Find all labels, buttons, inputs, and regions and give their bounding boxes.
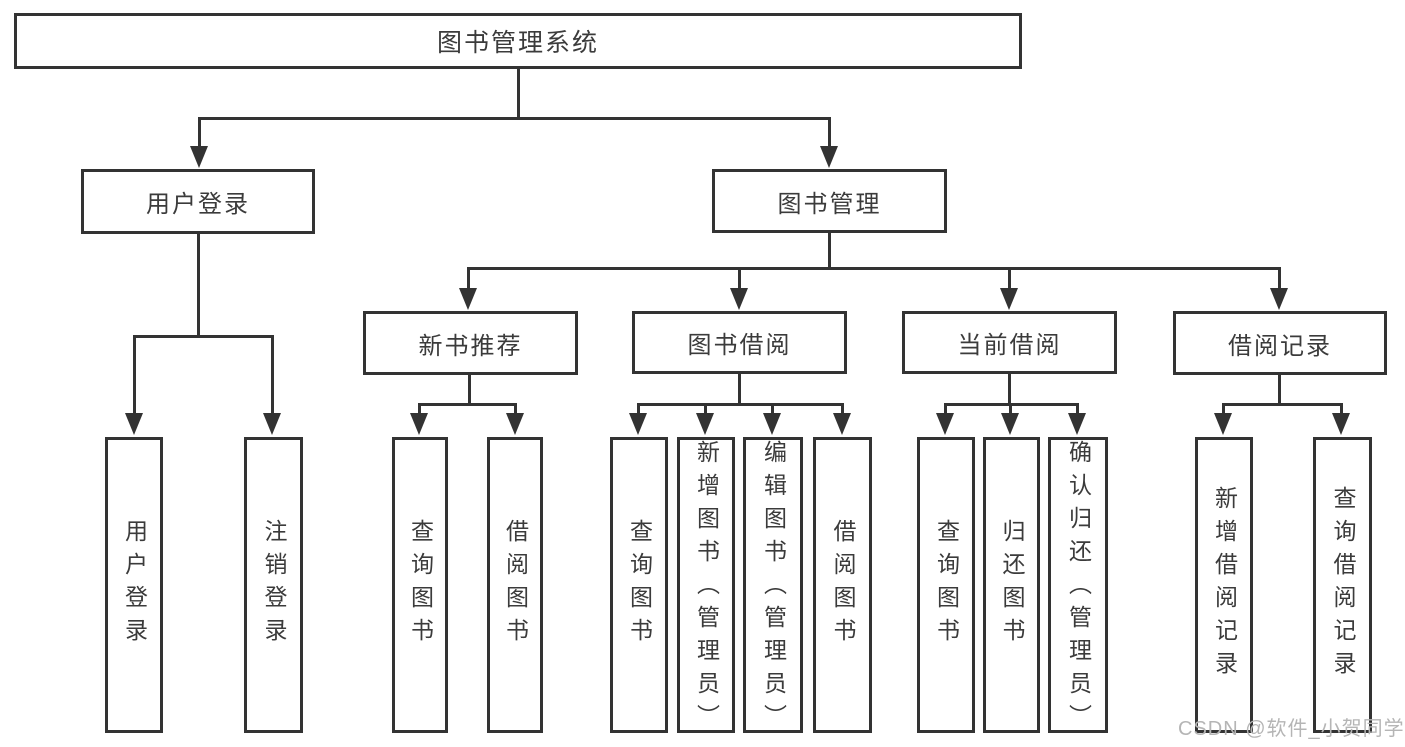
- node-book-management-label: 图书管理: [777, 190, 882, 218]
- arrow-down-book-mgmt: [820, 146, 838, 168]
- node-book-borrow-label: 图书借阅: [687, 332, 792, 359]
- arrow-down-current-return: [1001, 413, 1019, 435]
- leaf-current-confirm-return-admin-label: 确认归还（管理员）: [1065, 440, 1092, 737]
- connector-g3-shaft-1: [637, 403, 640, 416]
- arrow-down-new-book: [459, 288, 477, 310]
- connector-g5-shaft-2: [1340, 403, 1343, 416]
- arrow-down-current-borrow: [1000, 288, 1018, 310]
- leaf-current-query-books: 查询图书: [917, 437, 975, 733]
- leaf-user-login-label: 用户登录: [121, 519, 148, 651]
- arrow-down-borrow-edit: [763, 413, 781, 435]
- connector-g3-shaft-2: [704, 403, 707, 416]
- arrow-down-book-borrow: [730, 288, 748, 310]
- connector-g2-shaft-2: [514, 403, 517, 416]
- connector-g5-split: [1222, 403, 1343, 406]
- leaf-borrow-add-books-admin-label: 新增图书（管理员）: [693, 440, 720, 737]
- node-current-borrow-label: 当前借阅: [957, 332, 1062, 359]
- connector-g1-trunk: [197, 234, 200, 336]
- leaf-newbook-borrow-books: 借阅图书: [487, 437, 543, 733]
- leaf-current-return-books: 归还图书: [983, 437, 1040, 733]
- arrow-down-records-query: [1332, 413, 1350, 435]
- node-current-borrow: 当前借阅: [902, 311, 1117, 374]
- arrow-down-borrow-query: [629, 413, 647, 435]
- connector-bookmgmt-trunk: [828, 233, 831, 268]
- connector-l3-shaft-1: [467, 267, 470, 291]
- leaf-current-return-books-label: 归还图书: [999, 519, 1025, 651]
- leaf-borrow-add-books-admin: 新增图书（管理员）: [677, 437, 735, 737]
- connector-g3-split: [637, 403, 844, 406]
- arrow-down-current-confirm: [1068, 413, 1086, 435]
- leaf-borrow-edit-books-admin-label: 编辑图书（管理员）: [760, 440, 787, 737]
- connector-g2-shaft-1: [418, 403, 421, 416]
- node-borrow-records-label: 借阅记录: [1228, 332, 1332, 360]
- leaf-records-query-record-label: 查询借阅记录: [1330, 486, 1356, 684]
- connector-g3-trunk: [738, 374, 741, 406]
- arrow-down-current-query: [936, 413, 954, 435]
- connector-g2-trunk: [468, 375, 471, 406]
- connector-g3-shaft-3: [771, 403, 774, 416]
- leaf-records-add-record: 新增借阅记录: [1195, 437, 1253, 733]
- leaf-current-query-books-label: 查询图书: [933, 519, 960, 651]
- connector-root-trunk: [517, 69, 520, 118]
- leaf-borrow-query-books-label: 查询图书: [626, 519, 653, 651]
- node-book-borrow: 图书借阅: [632, 311, 847, 374]
- node-library-system-label: 图书管理系统: [436, 29, 599, 57]
- leaf-borrow-borrow-books-label: 借阅图书: [830, 519, 856, 651]
- connector-g2-split: [418, 403, 517, 406]
- leaf-newbook-query-books: 查询图书: [392, 437, 448, 733]
- arrow-down-leaf-user-login: [125, 413, 143, 435]
- connector-bookmgmt-split: [467, 267, 1281, 270]
- connector-g4-trunk: [1008, 374, 1011, 406]
- csdn-watermark: CSDN @软件_小贺同学: [1178, 718, 1405, 740]
- leaf-newbook-borrow-books-label: 借阅图书: [502, 519, 529, 651]
- connector-book-mgmt-shaft: [828, 117, 831, 151]
- connector-g4-shaft-1: [944, 403, 947, 416]
- connector-g4-shaft-2: [1009, 403, 1012, 416]
- arrow-down-newbook-borrow: [506, 413, 524, 435]
- connector-g1-split: [133, 335, 274, 338]
- arrow-down-borrow-borrow: [833, 413, 851, 435]
- node-new-book-recommend: 新书推荐: [363, 311, 578, 375]
- connector-g1-shaft-2: [271, 335, 274, 415]
- connector-g3-shaft-4: [841, 403, 844, 416]
- node-library-system: 图书管理系统: [14, 13, 1022, 69]
- leaf-borrow-query-books: 查询图书: [610, 437, 668, 733]
- connector-l3-shaft-3: [1008, 267, 1011, 291]
- leaf-newbook-query-books-label: 查询图书: [407, 519, 434, 651]
- connector-g1-shaft-1: [133, 335, 136, 415]
- connector-l3-shaft-2: [738, 267, 741, 291]
- leaf-borrow-edit-books-admin: 编辑图书（管理员）: [743, 437, 803, 737]
- leaf-logout: 注销登录: [244, 437, 303, 733]
- leaf-records-add-record-label: 新增借阅记录: [1211, 486, 1238, 684]
- arrow-down-newbook-query: [410, 413, 428, 435]
- leaf-borrow-borrow-books: 借阅图书: [813, 437, 872, 733]
- leaf-logout-label: 注销登录: [261, 519, 287, 651]
- arrow-down-borrow-add: [696, 413, 714, 435]
- arrow-down-leaf-logout: [263, 413, 281, 435]
- node-new-book-recommend-label: 新书推荐: [418, 332, 523, 360]
- leaf-current-confirm-return-admin: 确认归还（管理员）: [1048, 437, 1108, 737]
- connector-root-split: [198, 117, 831, 120]
- node-user-login: 用户登录: [81, 169, 315, 234]
- connector-g4-shaft-3: [1076, 403, 1079, 416]
- leaf-records-query-record: 查询借阅记录: [1313, 437, 1372, 733]
- leaf-user-login: 用户登录: [105, 437, 163, 733]
- node-borrow-records: 借阅记录: [1173, 311, 1387, 375]
- connector-l3-shaft-4: [1278, 267, 1281, 291]
- connector-g5-shaft-1: [1222, 403, 1225, 416]
- node-book-management: 图书管理: [712, 169, 947, 233]
- arrow-down-records-add: [1214, 413, 1232, 435]
- arrow-down-user-login: [190, 146, 208, 168]
- connector-user-login-shaft: [198, 117, 201, 151]
- node-user-login-label: 用户登录: [146, 191, 250, 218]
- connector-g5-trunk: [1278, 375, 1281, 406]
- arrow-down-borrow-records: [1270, 288, 1288, 310]
